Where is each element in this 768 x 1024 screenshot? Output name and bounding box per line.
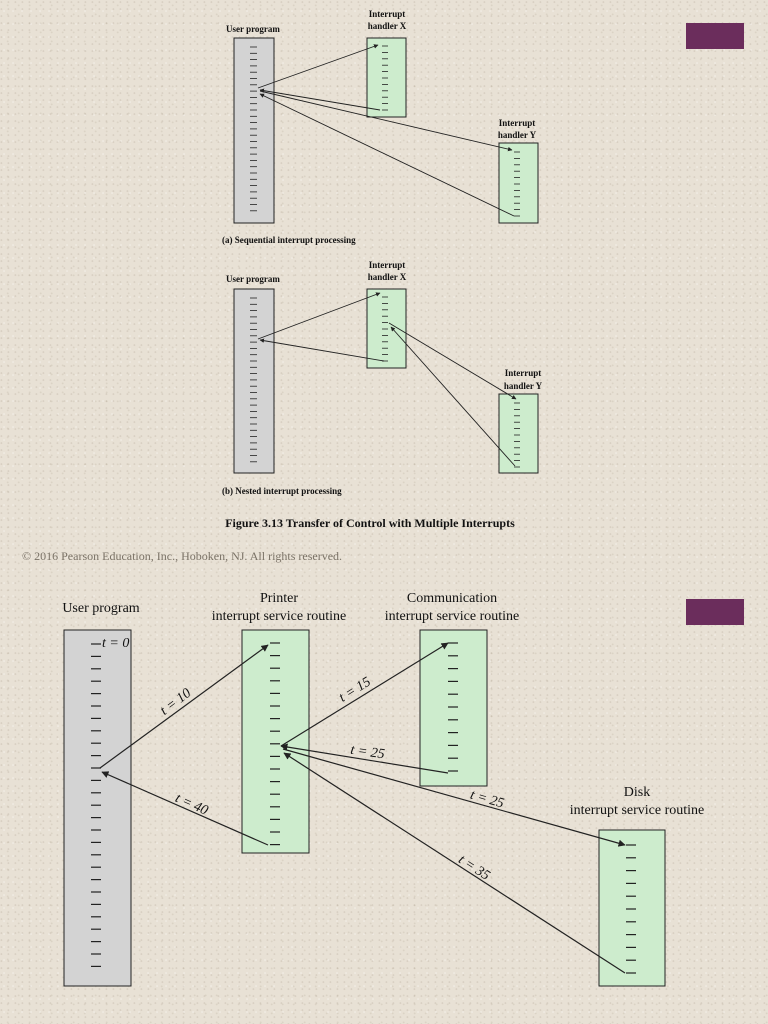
- panel-b-arrow-to-y: [388, 322, 517, 400]
- panel-b-nested: User program Interrupt handler X Interru…: [222, 260, 543, 496]
- t35-label: t = 35: [455, 852, 492, 883]
- accent-bar: [686, 599, 744, 625]
- figure-caption-text: Figure 3.13 Transfer of Control with Mul…: [225, 516, 515, 530]
- printer-label-2: interrupt service routine: [212, 609, 347, 624]
- user-program-label: User program: [62, 601, 139, 616]
- panel-b-arrow-from-x: [259, 338, 385, 362]
- panel-b-user-program-box: [233, 288, 275, 474]
- panel-b-handler-y-box: [498, 393, 539, 474]
- timing-diagram: User program Printer interrupt service r…: [62, 591, 705, 987]
- panel-b-handler-x-box: [366, 288, 407, 369]
- panel-b-handler-y-label-1: Interrupt: [505, 368, 542, 378]
- figure-3-13-diagram: User program Interrupt handler X Interru…: [222, 9, 543, 496]
- arrow-communication-to-printer: [280, 743, 449, 774]
- disk-label-1: Disk: [624, 785, 650, 800]
- panel-a-user-ticks: [250, 46, 257, 212]
- communication-label-2: interrupt service routine: [385, 609, 520, 624]
- panel-a-handler-x-label-2: handler X: [368, 21, 407, 31]
- arrow-printer-to-disk: [282, 748, 626, 847]
- t25-communication-label: t = 25: [349, 743, 385, 763]
- panel-a-sequential: User program Interrupt handler X Interru…: [222, 9, 539, 245]
- panel-b-handler-x-ticks: [382, 296, 388, 362]
- printer-isr-ticks: [270, 642, 280, 846]
- arrow-printer-to-communication: [280, 642, 449, 747]
- t0-label: t = 0: [102, 636, 129, 651]
- accent-bar: [686, 23, 744, 49]
- panel-a-arrow-to-x: [257, 44, 379, 89]
- communication-isr-ticks: [448, 642, 458, 772]
- arrow-printer-to-user: [101, 771, 269, 846]
- panel-a-user-program-label: User program: [226, 24, 280, 34]
- figure-caption-strip: Figure 3.13 Transfer of Control with Mul…: [225, 516, 515, 530]
- panel-b-user-ticks: [250, 297, 257, 463]
- disk-label-2: interrupt service routine: [570, 803, 705, 818]
- panel-a-handler-x-box: [366, 37, 407, 118]
- panel-a-handler-y-ticks: [514, 151, 520, 217]
- arrow-disk-to-printer: [283, 752, 626, 974]
- user-program-box: [63, 629, 132, 987]
- panel-a-handler-x-label-1: Interrupt: [369, 9, 406, 19]
- disk-isr-ticks: [626, 844, 636, 974]
- panel-a-arrow-to-y: [259, 90, 513, 152]
- panel-a-handler-y-box: [498, 142, 539, 224]
- copyright-notice: © 2016 Pearson Education, Inc., Hoboken,…: [22, 549, 343, 563]
- panel-b-handler-y-label-2: handler Y: [504, 381, 543, 391]
- printer-label-1: Printer: [260, 591, 298, 606]
- panel-a-arrow-from-y: [259, 93, 515, 217]
- panel-b-user-program-label: User program: [226, 274, 280, 284]
- printer-isr-box: [241, 629, 310, 854]
- user-program-ticks: [91, 643, 101, 967]
- slide-figure-3-13: User program Interrupt handler X Interru…: [222, 9, 744, 496]
- panel-a-handler-y-label-1: Interrupt: [499, 118, 536, 128]
- panel-a-arrow-from-x: [259, 88, 381, 111]
- panel-a-caption: (a) Sequential interrupt processing: [222, 235, 356, 245]
- t25-disk-label: t = 25: [468, 788, 505, 812]
- panel-a-handler-x-ticks: [382, 45, 388, 111]
- arrow-user-to-printer: [99, 644, 269, 769]
- communication-label-1: Communication: [407, 591, 497, 606]
- panel-b-handler-x-label-1: Interrupt: [369, 260, 406, 270]
- panel-a-handler-y-label-2: handler Y: [498, 130, 537, 140]
- t10-label: t = 10: [158, 686, 194, 719]
- panel-b-arrow-from-y: [390, 326, 516, 467]
- panel-b-arrow-to-x: [257, 292, 381, 340]
- panel-b-handler-y-ticks: [514, 402, 520, 468]
- panel-b-caption: (b) Nested interrupt processing: [222, 486, 342, 496]
- slide-timing-diagram: User program Printer interrupt service r…: [0, 512, 768, 1024]
- panel-b-handler-x-label-2: handler X: [368, 272, 407, 282]
- t40-label: t = 40: [173, 791, 210, 819]
